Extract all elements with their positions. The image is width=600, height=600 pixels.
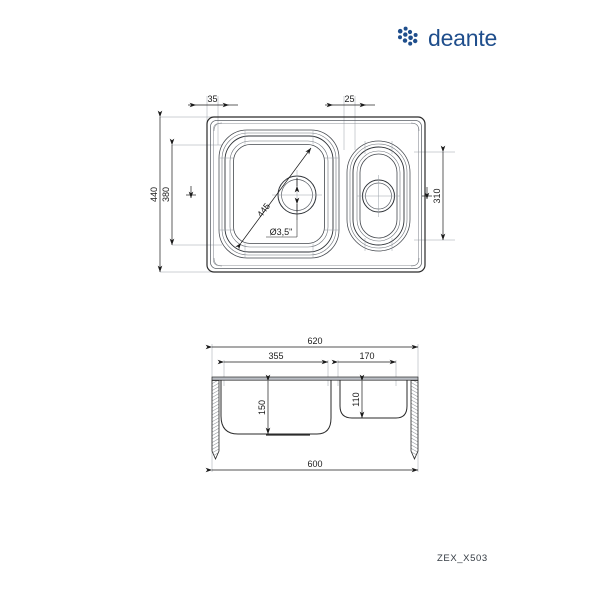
- dimension-divider-width: 25: [325, 94, 375, 108]
- dimension-overall-width-top-label: 620: [307, 336, 322, 346]
- section-bowl-divider: [330, 380, 341, 382]
- part-code-label: ZEX_X503: [437, 553, 488, 564]
- dimension-small-bowl-depth-label: 110: [351, 392, 361, 406]
- dimension-small-bowl-depth: 110: [351, 374, 365, 419]
- deante-pinwheel-mark-icon: [396, 26, 422, 50]
- brand-name: deante: [428, 24, 498, 51]
- section-deck: [211, 376, 419, 381]
- dimension-divider-width-label: 25: [344, 94, 354, 104]
- section-right-skirt: [410, 380, 419, 460]
- dimension-overall-width-top: 620: [205, 336, 419, 350]
- sink-deck-inner-edge: [210, 120, 422, 269]
- dimension-small-bowl-width-label: 170: [359, 351, 374, 361]
- section-left-skirt: [211, 380, 220, 460]
- dimension-right-bowl-height: 310: [422, 145, 446, 241]
- dimension-main-bowl-width-label: 355: [268, 351, 283, 361]
- dimension-overall-height-label: 440: [149, 187, 159, 202]
- top-view: 35 25 440 380: [149, 94, 455, 273]
- dimension-small-bowl-width: 170: [331, 351, 397, 365]
- main-bowl-profile: [220, 380, 332, 435]
- dimension-overall-width-bottom-label: 600: [307, 459, 322, 469]
- section-extension-lines: [211, 344, 419, 472]
- dimension-drain-diameter: Ø3,5": [266, 178, 300, 238]
- small-bowl-drain: [357, 175, 400, 217]
- dimension-main-bowl-depth: 150: [257, 374, 271, 435]
- dimension-left-margin-label: 35: [207, 94, 217, 104]
- deck-corner-marks: [213, 122, 420, 267]
- dimension-left-margin: 35: [188, 94, 238, 108]
- dimension-bowl-height: 380: [161, 138, 196, 246]
- dimension-bowl-height-label: 380: [161, 187, 171, 202]
- dimension-overall-height: 440: [149, 110, 163, 273]
- section-view: 620 355 170 150 110: [205, 336, 419, 473]
- small-bowl-seams: [364, 141, 393, 251]
- main-bowl-seams: [219, 130, 339, 258]
- small-bowl-profile: [339, 380, 408, 419]
- dimension-right-bowl-height-label: 310: [432, 188, 442, 203]
- brand-logo: deante: [396, 26, 497, 50]
- dimension-drain-diameter-label: Ø3,5": [270, 227, 293, 237]
- main-bowl-plan: [218, 129, 340, 259]
- dimension-main-bowl-width: 355: [217, 351, 329, 365]
- sink-deck-bevel: [213, 123, 419, 266]
- dimension-overall-width-bottom: 600: [205, 459, 419, 473]
- dimension-main-bowl-depth-label: 150: [257, 400, 267, 415]
